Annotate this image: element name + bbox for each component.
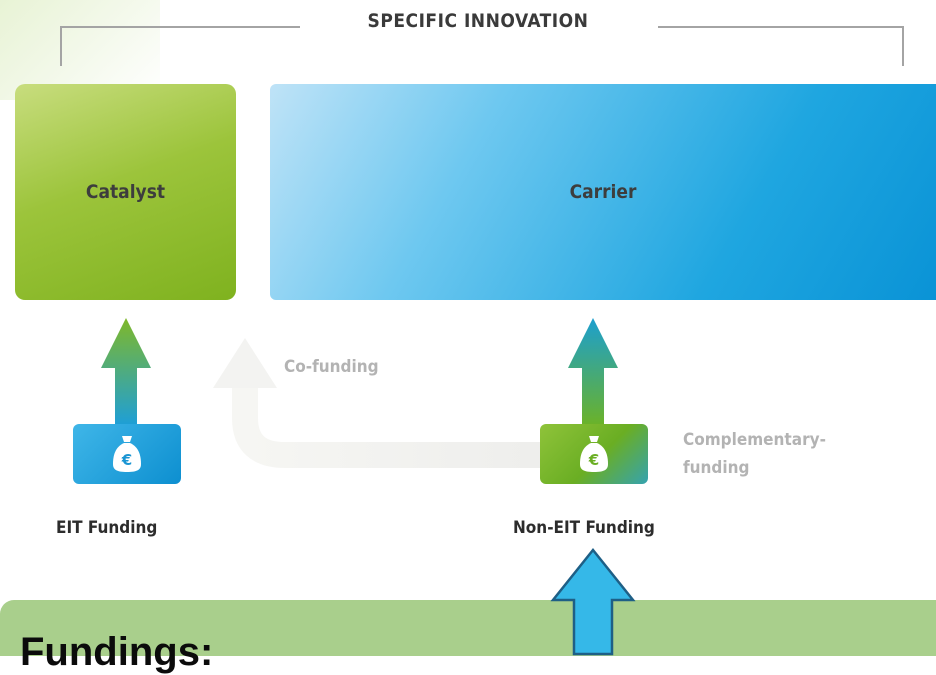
money-bag-icon: € — [113, 436, 141, 472]
euro-symbol: € — [588, 451, 599, 469]
carrier-box: Carrier — [270, 84, 936, 300]
carrier-label: Carrier — [569, 181, 637, 203]
non-eit-funding-arrow — [568, 318, 618, 424]
eit-funding-box: € — [73, 424, 181, 484]
fundings-title: Fundings: — [20, 630, 214, 674]
cofunding-arrow — [213, 338, 540, 468]
eit-funding-arrow — [101, 318, 151, 424]
cofunding-label: Co-funding — [284, 357, 379, 377]
complementary-line-1: Complementary- — [683, 430, 826, 450]
bracket-right — [658, 26, 904, 66]
pointer-arrow-icon — [550, 548, 636, 656]
fundings-panel — [0, 600, 936, 656]
corner-decoration — [0, 0, 160, 100]
catalyst-label: Catalyst — [85, 181, 166, 203]
euro-symbol: € — [121, 451, 132, 469]
arrows-layer — [101, 318, 618, 468]
diagram-title: SPECIFIC INNOVATION — [367, 10, 589, 32]
bracket-left — [60, 26, 300, 66]
complementary-line-2: funding — [683, 458, 750, 478]
catalyst-box: Catalyst — [15, 84, 236, 300]
complementary-funding-label: Complementary- funding — [683, 426, 883, 482]
non-eit-funding-label: Non-EIT Funding — [513, 518, 655, 538]
non-eit-funding-box: € — [540, 424, 648, 484]
eit-funding-label: EIT Funding — [56, 518, 158, 538]
money-bag-icon: € — [580, 436, 608, 472]
